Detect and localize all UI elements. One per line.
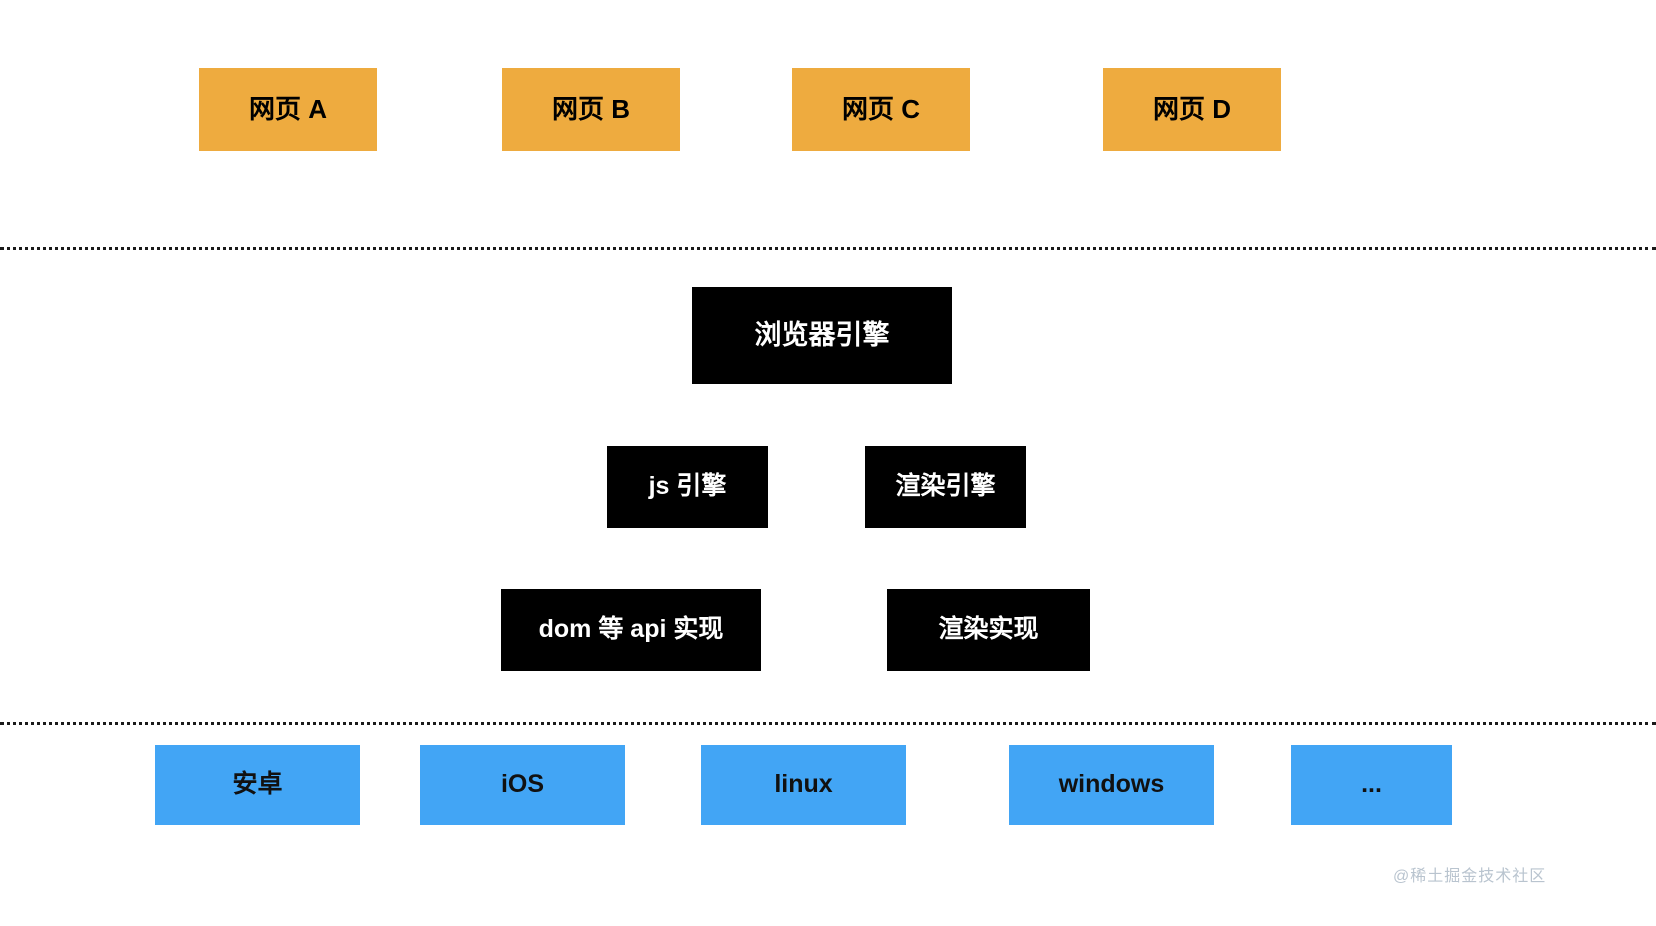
browser-engine-box: 浏览器引擎 <box>692 287 952 384</box>
js-engine-box-label: js 引擎 <box>648 472 727 501</box>
render-engine-box-label: 渲染引擎 <box>895 472 996 501</box>
dom-api-impl-box-label: dom 等 api 实现 <box>538 615 724 644</box>
web-page-box-d: 网页 D <box>1103 68 1281 151</box>
browser-engine-box-label: 浏览器引擎 <box>754 319 890 350</box>
web-page-box-a: 网页 A <box>199 68 377 151</box>
web-page-box-a-label: 网页 A <box>248 94 327 125</box>
js-engine-box: js 引擎 <box>607 446 768 528</box>
os-box-linux-label: linux <box>774 770 833 799</box>
os-box-linux: linux <box>701 745 906 825</box>
os-box-windows-label: windows <box>1058 770 1165 799</box>
os-box-ios: iOS <box>420 745 625 825</box>
web-page-box-d-label: 网页 D <box>1152 94 1231 125</box>
web-page-box-b: 网页 B <box>502 68 680 151</box>
web-page-box-c: 网页 C <box>792 68 970 151</box>
os-box-more-label: ... <box>1361 770 1382 799</box>
os-box-android: 安卓 <box>155 745 360 825</box>
render-engine-box: 渲染引擎 <box>865 446 1026 528</box>
os-box-more: ... <box>1291 745 1452 825</box>
render-impl-box: 渲染实现 <box>887 589 1090 671</box>
os-box-android-label: 安卓 <box>232 770 283 799</box>
web-page-box-c-label: 网页 C <box>841 94 920 125</box>
watermark: @稀土掘金技术社区 <box>1393 868 1547 885</box>
os-box-ios-label: iOS <box>500 770 545 799</box>
divider-bottom <box>0 722 1656 725</box>
web-page-box-b-label: 网页 B <box>551 94 630 125</box>
dom-api-impl-box: dom 等 api 实现 <box>501 589 761 671</box>
render-impl-box-label: 渲染实现 <box>938 615 1039 644</box>
divider-top <box>0 247 1656 250</box>
os-box-windows: windows <box>1009 745 1214 825</box>
